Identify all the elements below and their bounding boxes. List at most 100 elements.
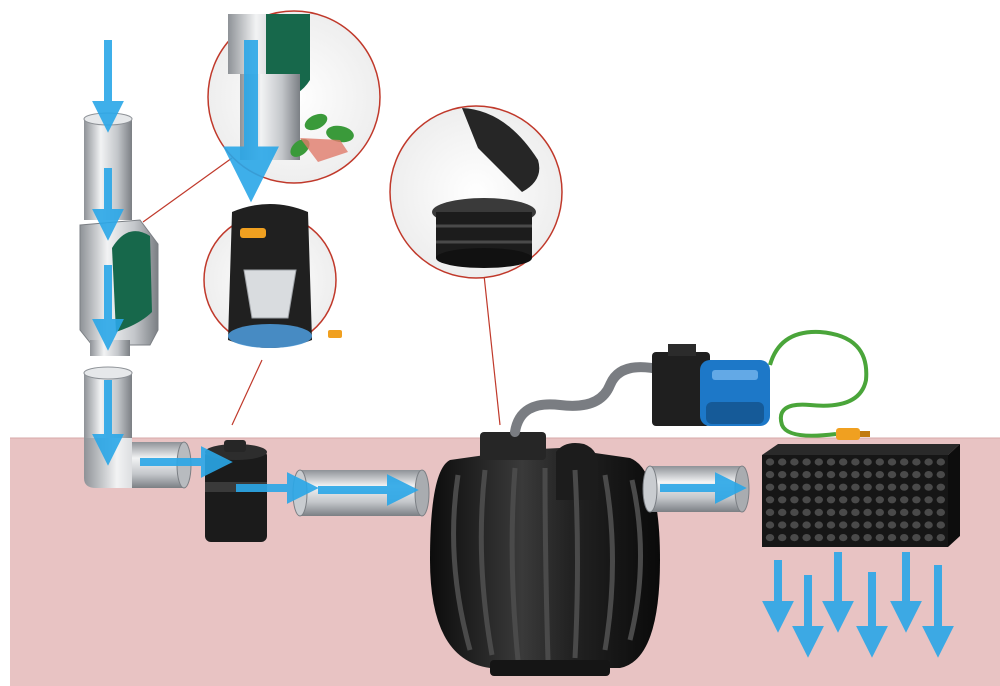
crate-cell [778, 508, 787, 516]
callout-tank-lid [389, 105, 563, 279]
crate-cell [912, 458, 921, 466]
crate-cell [900, 483, 909, 491]
crate-cell [826, 521, 836, 529]
crate-cell [851, 496, 860, 504]
crate-cell [851, 508, 860, 516]
crate-cell [863, 521, 872, 529]
power-cable [768, 329, 869, 438]
crate-cell [814, 483, 823, 491]
crate-cell [839, 483, 848, 491]
crate-cell [887, 483, 897, 491]
crate-cell [778, 458, 787, 466]
crate-cell [936, 534, 945, 542]
crate-cell [802, 471, 811, 479]
garden-pump [652, 344, 770, 426]
crate-cell [863, 534, 872, 542]
crate-cell [887, 496, 897, 504]
crate-cell [790, 483, 799, 491]
crate-cell [778, 483, 787, 491]
crate-cell [900, 458, 909, 466]
callout-connectors [142, 157, 501, 426]
crate-cell [887, 458, 897, 466]
crate-cell [863, 508, 872, 516]
crate-cell [814, 458, 823, 466]
crate-cell [851, 458, 860, 466]
crate-cell [875, 496, 884, 504]
crate-cell [839, 496, 848, 504]
crate-cell [839, 458, 848, 466]
crate-cell [826, 471, 836, 479]
crate-cell [778, 471, 787, 479]
leaf-diverter [79, 219, 159, 356]
crate-cell [875, 508, 884, 516]
crate-cell [826, 458, 836, 466]
crate-cell [765, 483, 775, 491]
crate-cell [814, 508, 823, 516]
crate-cell [863, 471, 872, 479]
crate-cell [814, 534, 823, 542]
diverter-flap [112, 231, 152, 332]
crate-cell [924, 508, 933, 516]
crate-cell [765, 534, 775, 542]
crate-cell [875, 458, 884, 466]
crate-cell [924, 471, 933, 479]
crate-cell [778, 496, 787, 504]
crate-cell [924, 521, 933, 529]
crate-cell [802, 521, 811, 529]
crate-cell [900, 521, 909, 529]
crate-cell [924, 534, 933, 542]
crate-cell [936, 508, 945, 516]
crate-cell [839, 534, 848, 542]
crate-cell [802, 496, 811, 504]
crate-cell [851, 534, 860, 542]
crate-cell [936, 496, 945, 504]
crate-cell [863, 458, 872, 466]
crate-cell [936, 521, 945, 529]
crate-cell [802, 483, 811, 491]
crate-cell [790, 496, 799, 504]
crate-cell [936, 471, 945, 479]
crate-cell [863, 496, 872, 504]
crate-cell [875, 534, 884, 542]
crate-cell [875, 483, 884, 491]
crate-cell [839, 521, 848, 529]
downpipe-lower [83, 366, 192, 489]
crate-cell [765, 508, 775, 516]
water-flow-arrows [92, 40, 954, 658]
crate-cell [765, 471, 775, 479]
crate-cell [839, 471, 848, 479]
crate-cell [826, 483, 836, 491]
crate-cell [936, 458, 945, 466]
crate-cell [790, 534, 799, 542]
crate-cell [790, 521, 799, 529]
crate-cell [887, 534, 897, 542]
crate-cell [765, 458, 775, 466]
crate-cell [790, 508, 799, 516]
crate-cell [863, 483, 872, 491]
crate-cell [900, 534, 909, 542]
crate-cell [900, 508, 909, 516]
crate-cell [814, 496, 823, 504]
crate-cell [778, 521, 787, 529]
crate-cell [826, 496, 836, 504]
crate-cell [875, 521, 884, 529]
crate-cell [924, 458, 933, 466]
crate-cell [778, 534, 787, 542]
crate-cell [900, 471, 909, 479]
crate-cell [765, 521, 775, 529]
crate-cell [826, 508, 836, 516]
crate-cell [814, 521, 823, 529]
crate-cell [814, 471, 823, 479]
crate-cell [765, 496, 775, 504]
crate-cell [802, 508, 811, 516]
crate-cell [887, 508, 897, 516]
crate-cell [924, 483, 933, 491]
crate-cell [887, 521, 897, 529]
crate-cell [790, 458, 799, 466]
crate-cell [912, 521, 921, 529]
crate-cell [839, 508, 848, 516]
crate-cell [936, 483, 945, 491]
pump-hose [510, 362, 667, 437]
callout-filter [203, 204, 342, 348]
